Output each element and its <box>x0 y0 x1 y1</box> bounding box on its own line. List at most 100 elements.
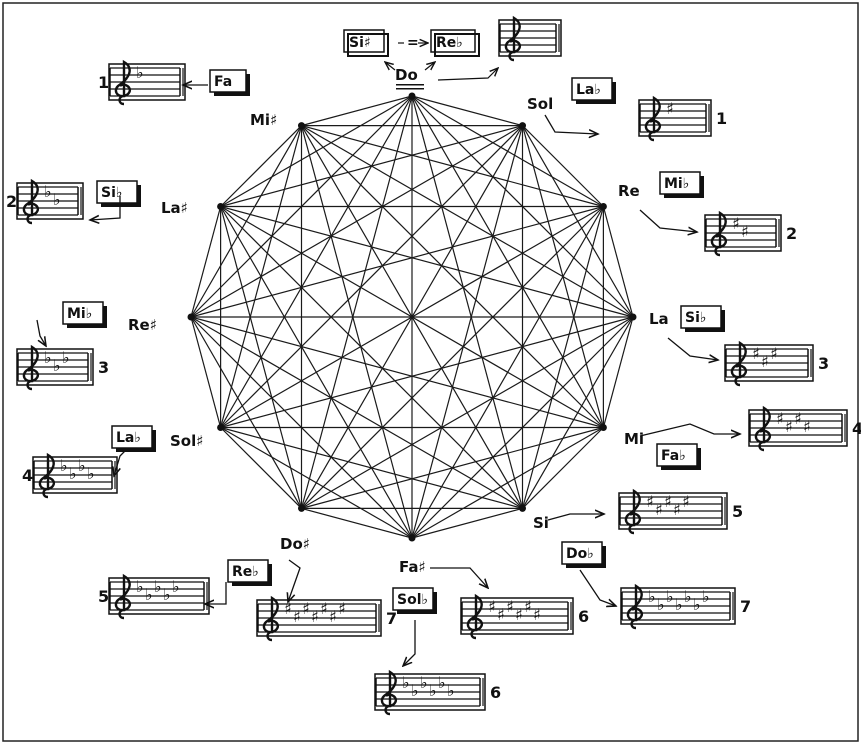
sharp-icon: ♯ <box>776 409 784 428</box>
sharp-icon: ♯ <box>666 99 674 118</box>
vertex-label-do-sharp: Do♯ <box>280 535 310 553</box>
sharp-icon: ♯ <box>488 597 496 616</box>
chord-line <box>190 316 523 509</box>
treble-clef-icon <box>644 95 662 142</box>
enharmonic-box: La♭ <box>571 77 616 104</box>
chord-line <box>411 95 523 127</box>
enharmonic-box: Si♭ <box>96 180 141 207</box>
flat-icon: ♭ <box>684 587 692 606</box>
vertex-dot <box>298 122 305 130</box>
enharmonic-box: Si♭ <box>680 305 725 332</box>
key-signature-count: 2 <box>786 224 797 243</box>
sharp-icon: ♯ <box>785 417 793 436</box>
treble-clef-icon <box>624 488 642 535</box>
sharp-icon: ♯ <box>770 344 778 363</box>
flat-icon: ♭ <box>438 673 446 692</box>
enharmonic-box: Fa <box>209 69 250 96</box>
treble-clef-icon <box>22 344 40 391</box>
enharmonic-box: Fa♭ <box>656 443 701 470</box>
vertex-label-re-sharp: Re♯ <box>128 316 157 334</box>
key-signature-count: 4 <box>22 466 33 485</box>
flat-icon: ♭ <box>87 464 95 483</box>
chord-line <box>301 206 604 509</box>
chord-line <box>220 206 523 509</box>
chord-line <box>301 125 604 428</box>
flat-icon: ♭ <box>60 456 68 475</box>
sharp-icon: ♯ <box>524 597 532 616</box>
sharp-icon: ♯ <box>794 409 802 428</box>
vertex-label-la-sharp: La♯ <box>161 199 188 217</box>
vertex-dot <box>599 424 607 431</box>
treble-clef-icon <box>22 178 40 225</box>
flat-icon: ♭ <box>702 587 710 606</box>
enharmonic-box: Mi♭ <box>659 171 704 198</box>
chord-line <box>411 125 524 539</box>
vertex-label-do: Do <box>395 66 418 84</box>
enharmonic-box: Do♭ <box>561 541 606 568</box>
vertex-label-la: La <box>649 310 669 328</box>
vertex-dot <box>187 313 195 321</box>
chord-line <box>602 206 634 318</box>
flat-icon: ♭ <box>420 673 428 692</box>
flat-icon: ♭ <box>666 587 674 606</box>
treble-clef-icon <box>730 340 748 387</box>
connector-arrow <box>639 209 697 232</box>
chord-line <box>301 125 604 208</box>
enharmonic-box-label: Mi♭ <box>67 306 92 322</box>
treble-clef-icon <box>114 573 132 620</box>
vertex-label-re: Re <box>618 182 640 200</box>
flat-icon: ♭ <box>163 585 171 604</box>
sharp-icon: ♯ <box>741 222 749 241</box>
enharmonic-box: Re♭ <box>227 559 272 586</box>
chord-line <box>220 125 303 428</box>
sharp-icon: ♯ <box>515 605 523 624</box>
vertex-dot <box>408 92 416 100</box>
key-signature-staves: ♯1♯♯2♯♯♯3♯♯♯♯4♯♯♯♯♯5♭♭♭♭♭♭♭7♯♯♯♯♯♯6♭♭♭♭♭… <box>6 15 861 716</box>
chord-line <box>190 316 303 509</box>
enharmonic-top: Si♯ = Re♭ <box>343 29 498 81</box>
enharmonic-box-label: Si♭ <box>101 185 123 201</box>
chord-line <box>190 205 604 318</box>
key-signature-count: 1 <box>98 73 109 92</box>
enharmonic-box: Sol♭ <box>392 587 437 614</box>
key-signature-count: 6 <box>490 683 501 702</box>
vertex-label-si: Si <box>533 514 549 532</box>
treble-clef-icon <box>466 593 484 640</box>
chord-line <box>220 206 303 509</box>
connector-arrow <box>579 569 616 606</box>
key-signature-staff: ♯♯♯♯♯♯6 <box>460 593 589 640</box>
chord-line <box>190 316 604 429</box>
key-signature-staff: ♯♯2 <box>704 210 797 257</box>
connector-arrow <box>430 567 488 588</box>
enharmonic-box-label: Re♭ <box>232 564 259 580</box>
box-si-sharp: Si♯ <box>349 35 371 51</box>
enharmonic-box-label: Si♭ <box>685 310 707 326</box>
vertex-dot <box>599 203 607 210</box>
sharp-icon: ♯ <box>664 492 672 511</box>
vertex-label-mi: Mi <box>624 430 644 448</box>
sharp-icon: ♯ <box>302 599 310 618</box>
flat-icon: ♭ <box>172 577 180 596</box>
vertex-label-sol: Sol <box>527 95 553 113</box>
sharp-icon: ♯ <box>803 417 811 436</box>
connector-arrows <box>36 85 740 666</box>
vertex-dot <box>298 504 305 512</box>
sharp-icon: ♯ <box>320 599 328 618</box>
key-signature-staff: ♭♭♭♭♭♭♭7 <box>620 583 751 630</box>
flat-icon: ♭ <box>53 356 61 375</box>
vertex-dot <box>629 313 637 321</box>
flat-icon: ♭ <box>447 681 455 700</box>
chord-line <box>301 125 634 318</box>
chord-line <box>411 507 523 539</box>
treble-clef-icon <box>114 59 132 106</box>
enharmonic-box: Mi♭ <box>62 301 107 328</box>
flat-icon: ♭ <box>154 577 162 596</box>
enharmonic-box: La♭ <box>111 425 156 452</box>
key-signature-count: 4 <box>852 419 861 438</box>
chord-line <box>602 316 634 428</box>
key-signature-count: 3 <box>818 354 829 373</box>
key-signature-staff: ♭♭♭♭♭5 <box>98 573 210 620</box>
key-signature-staff: ♯1 <box>638 95 727 142</box>
